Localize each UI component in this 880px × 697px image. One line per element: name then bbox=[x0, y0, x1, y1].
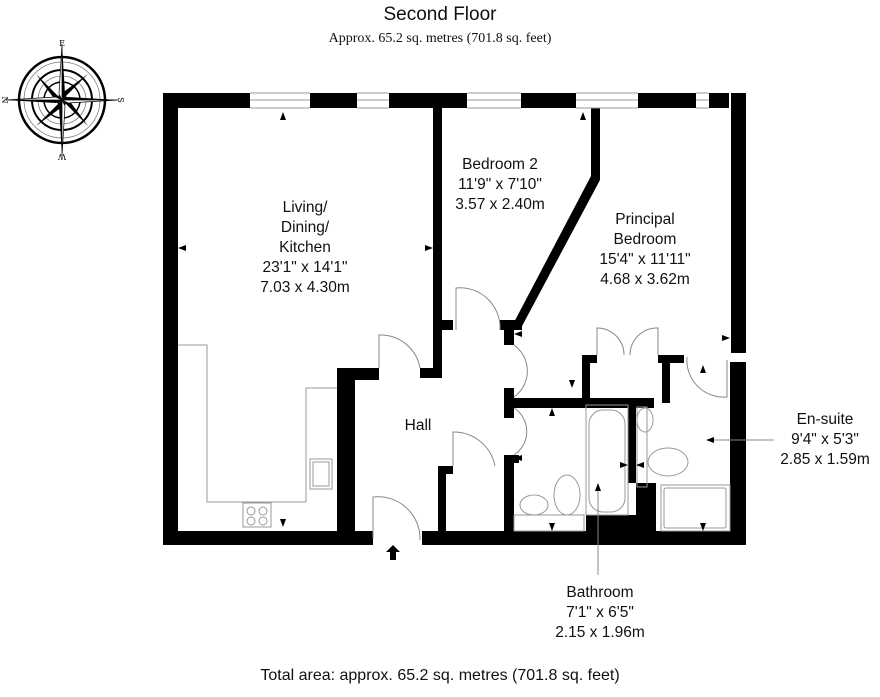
room-label-living: Living/ Dining/ Kitchen 23'1" x 14'1" 7.… bbox=[260, 199, 350, 296]
room-label-principal-bedroom: Principal Bedroom 15'4" x 11'11" 4.68 x … bbox=[599, 211, 691, 288]
room-label-ensuite: En-suite 9'4" x 5'3" 2.85 x 1.59m bbox=[780, 411, 870, 468]
total-area-footer: Total area: approx. 65.2 sq. metres (701… bbox=[260, 667, 620, 684]
compass-label-left: N bbox=[0, 97, 9, 104]
walls bbox=[163, 93, 746, 545]
compass-label-right: S bbox=[116, 97, 125, 102]
room-label-hall: Hall bbox=[404, 417, 432, 434]
kitchen-counter bbox=[178, 344, 337, 528]
compass-label-bottom: W bbox=[57, 152, 66, 161]
measure-arrows bbox=[178, 112, 730, 560]
windows bbox=[250, 92, 709, 109]
room-label-bathroom: Bathroom 7'1" x 6'5" 2.15 x 1.96m bbox=[555, 584, 645, 641]
bathroom-fixtures bbox=[513, 404, 731, 532]
room-label-bedroom-2: Bedroom 2 11'9" x 7'10" 3.57 x 2.40m bbox=[455, 156, 545, 213]
leader-lines bbox=[597, 439, 774, 575]
floor-area-subtitle: Approx. 65.2 sq. metres (701.8 sq. feet) bbox=[328, 31, 552, 46]
compass-rose-icon: E N S W bbox=[0, 39, 125, 161]
doors bbox=[372, 287, 728, 541]
floor-title: Second Floor bbox=[383, 4, 497, 25]
compass-label-top: E bbox=[59, 39, 65, 48]
